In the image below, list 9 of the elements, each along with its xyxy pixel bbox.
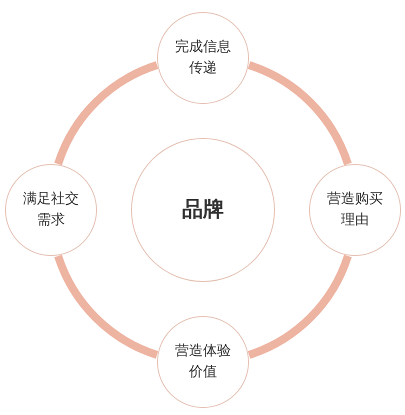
ring-arc <box>54 61 158 166</box>
ring-arc <box>248 254 352 359</box>
node-label: 完成信息传递 <box>174 38 232 78</box>
ring-arc <box>54 254 158 359</box>
node-label: 品牌 <box>182 196 224 224</box>
node-label: 满足社交需求 <box>22 190 80 230</box>
ring-arc <box>248 61 352 166</box>
node-label: 营造购买理由 <box>326 190 384 230</box>
node-label: 营造体验价值 <box>174 342 232 382</box>
